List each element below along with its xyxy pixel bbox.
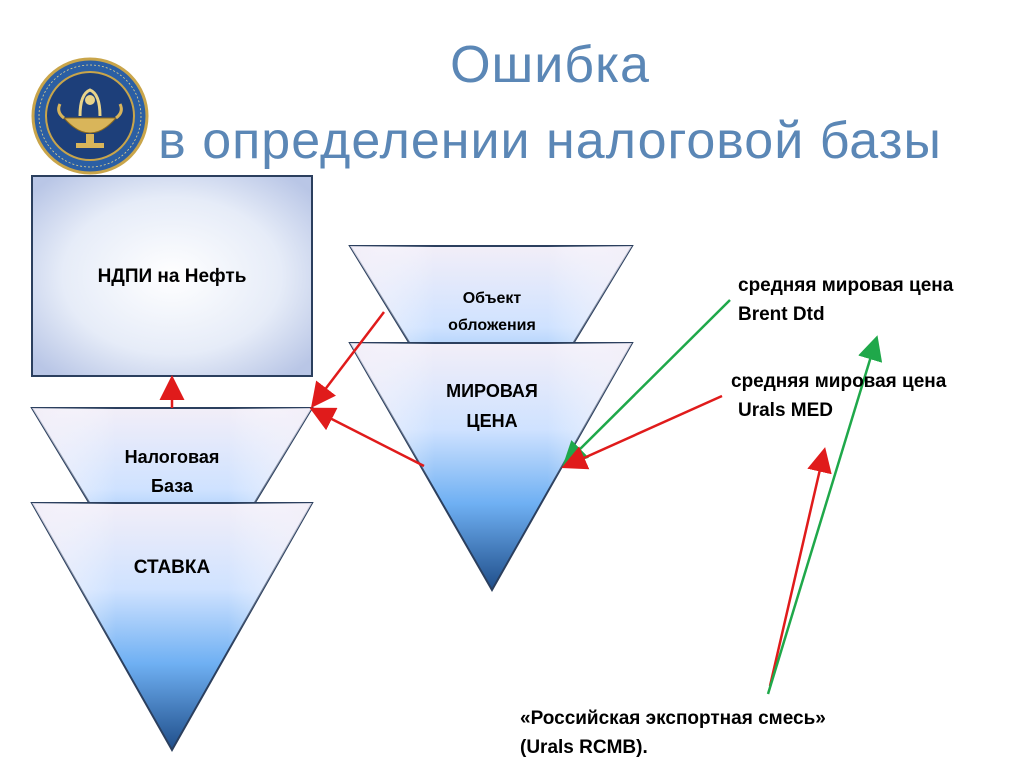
arrow-brent-to-worldprice bbox=[562, 299, 731, 467]
rate-triangle: СТАВКА bbox=[30, 502, 314, 753]
note-rcmb: «Российская экспортная смесь» (Urals RCM… bbox=[520, 704, 826, 762]
tax-base-label-2: База bbox=[151, 476, 194, 496]
arrow-rcmb-to-brent bbox=[766, 335, 883, 695]
title-line-2: в определении налоговой базы bbox=[158, 112, 942, 170]
arrow-worldprice-to-taxbase bbox=[309, 407, 425, 468]
arrow-uralsmed-to-worldprice bbox=[561, 394, 723, 470]
ndpi-box: НДПИ на Нефть bbox=[31, 175, 313, 377]
arrow-object-to-taxbase bbox=[310, 311, 385, 408]
world-price-triangle: МИРОВАЯ ЦЕНА bbox=[348, 342, 634, 593]
rate-label: СТАВКА bbox=[134, 557, 211, 578]
note-brent-line-2: Brent Dtd bbox=[738, 304, 825, 325]
tax-base-label-1: Налоговая bbox=[125, 447, 220, 467]
arrow-rcmb-to-uralsmed bbox=[768, 447, 832, 687]
note-brent-line-1: средняя мировая цена bbox=[738, 275, 954, 296]
note-urals-med-line-2: Urals MED bbox=[738, 400, 834, 421]
note-brent: средняя мировая цена Brent Dtd bbox=[738, 271, 953, 329]
object-label-1: Объект bbox=[463, 290, 522, 307]
world-price-label-2: ЦЕНА bbox=[466, 411, 517, 431]
note-urals-med: средняя мировая цена Urals MED bbox=[731, 367, 946, 425]
title-line-1: Ошибка bbox=[450, 36, 650, 94]
emblem-icon bbox=[31, 57, 149, 175]
object-label-2: обложения bbox=[448, 317, 536, 334]
note-urals-med-line-1: средняя мировая цена bbox=[731, 371, 947, 392]
note-rcmb-line-1: «Российская экспортная смесь» bbox=[520, 708, 826, 729]
ndpi-label: НДПИ на Нефть bbox=[98, 266, 247, 287]
note-rcmb-line-2: (Urals RCMB). bbox=[520, 737, 648, 758]
world-price-label-1: МИРОВАЯ bbox=[446, 381, 538, 401]
